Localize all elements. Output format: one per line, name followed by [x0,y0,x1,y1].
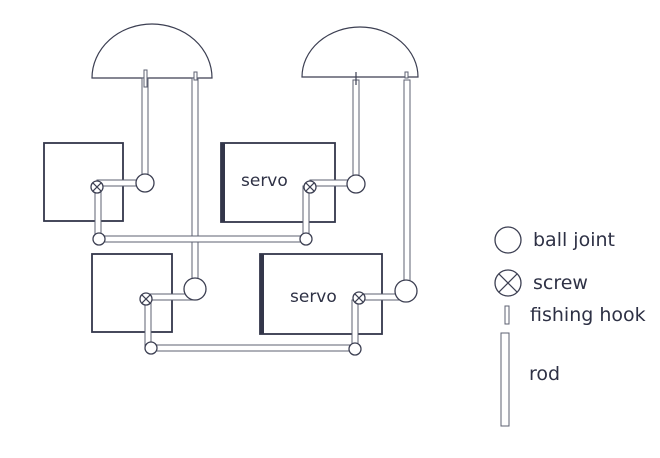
box-bottom-left [91,253,173,333]
legend-rod-icon [500,332,510,427]
legend: ball joint screw fishing hook rod [494,226,646,427]
screw-icon [303,180,317,194]
legend-ball-joint-icon [494,226,522,254]
rod-lower-connector [148,344,357,352]
rod-upper-connector [99,235,307,243]
screw-icon [352,291,366,305]
arm-bottom-left-vertical [144,299,152,349]
screw-icon [139,292,153,306]
rod-right-dome-a [352,79,360,185]
rod-left-dome-b [191,77,199,289]
rod-left-dome-a [141,77,149,184]
right-dome [301,26,419,78]
servo-label-top: servo [241,171,288,191]
ball-joint [92,232,106,246]
legend-fishing-hook-icon [504,305,510,325]
hook-left-a [143,69,148,88]
arm-top-left-vertical [94,185,102,239]
ball-joint [394,279,418,303]
legend-ball-joint-label: ball joint [533,229,615,251]
legend-fishing-hook-label: fishing hook [530,304,646,326]
legend-screw-icon [494,269,522,297]
screw-icon [90,180,104,194]
hook-right-b [404,71,409,79]
hook-left-b [193,71,198,81]
ball-joint [348,342,362,356]
legend-screw-label: screw [533,272,588,294]
arm-servo-top-vertical [302,185,310,239]
rod-right-dome-b [403,79,411,291]
servo-top-edge [221,143,225,222]
servo-bottom-edge [260,254,264,334]
ball-joint [135,173,155,193]
servo-label-bottom: servo [290,287,337,307]
ball-joint [299,232,313,246]
ball-joint [183,277,207,301]
ball-joint [144,341,158,355]
arm-servo-bottom-vertical [351,299,359,349]
left-dome [91,23,213,79]
legend-rod-label: rod [529,363,560,385]
ball-joint [346,174,366,194]
